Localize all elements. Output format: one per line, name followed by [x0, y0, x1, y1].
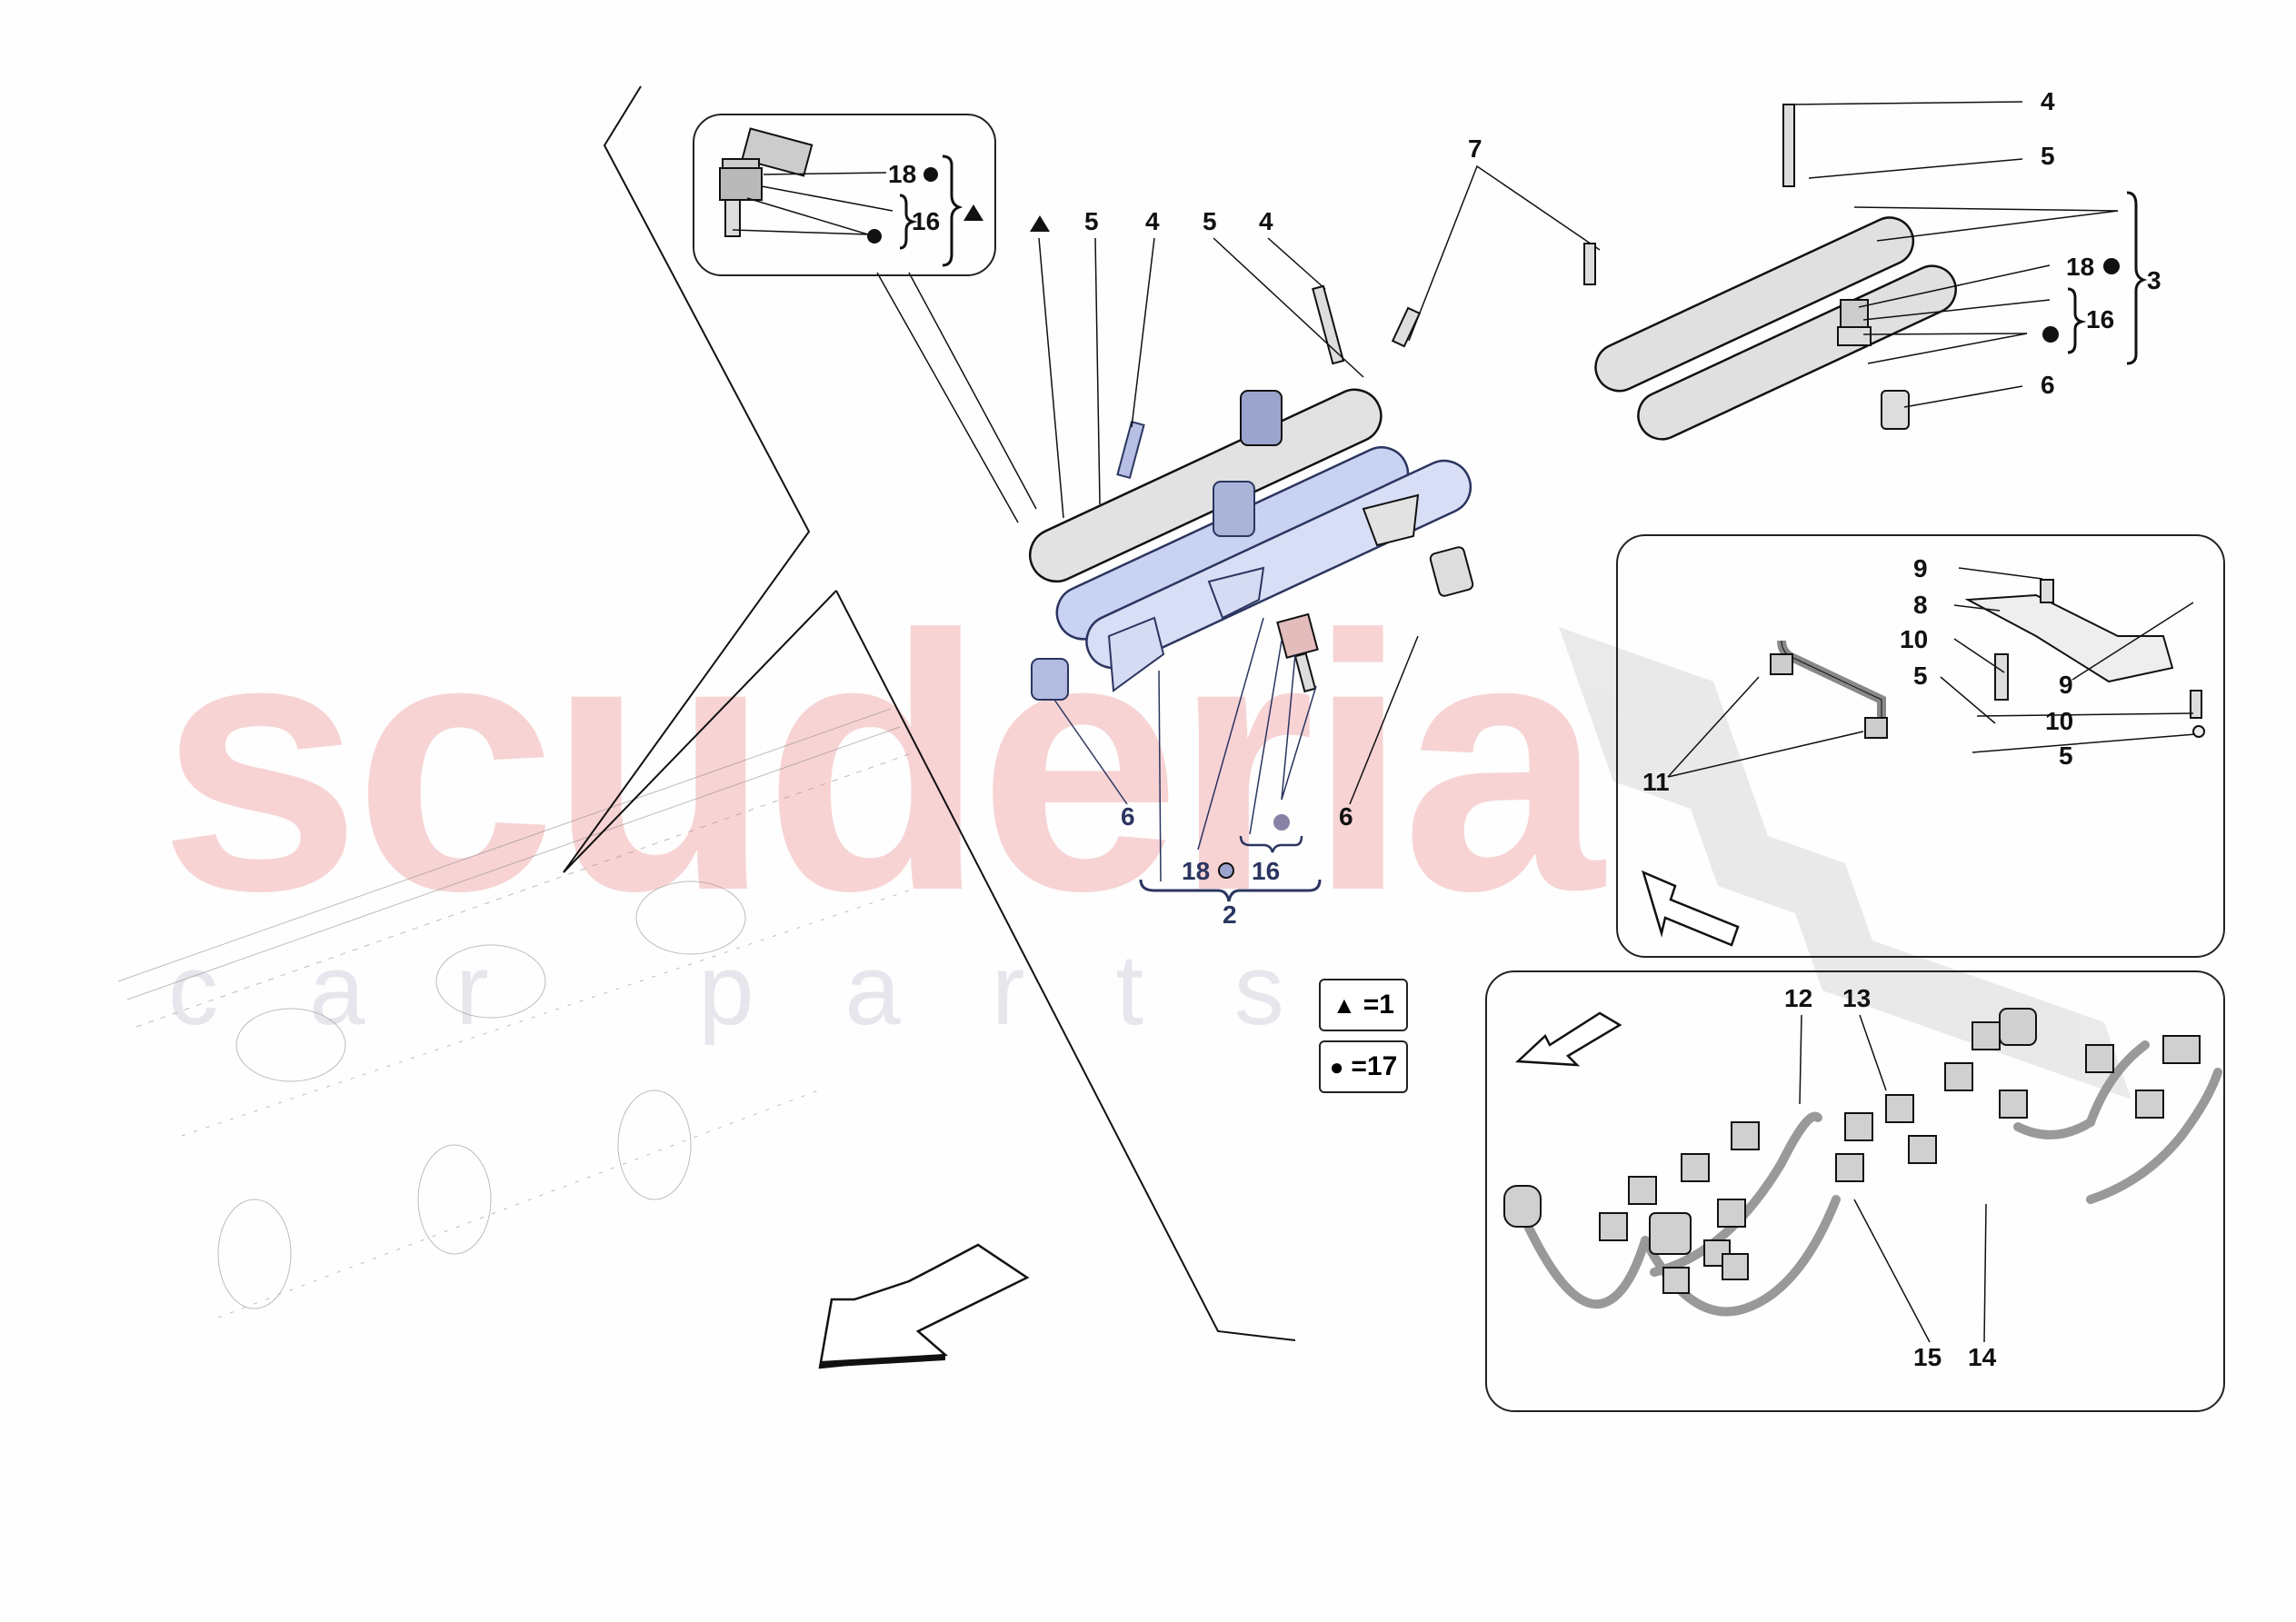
callout-6-right: 6 — [2041, 371, 2055, 399]
callout-5: 5 — [1913, 662, 1928, 690]
injector-detail-braces — [899, 154, 963, 267]
callout-9: 9 — [1913, 554, 1928, 582]
bracket-inset-drawing — [1770, 579, 2205, 739]
main-leaders-blue — [1053, 617, 1419, 902]
callout-6: 6 — [1121, 802, 1135, 831]
dot-symbol-18-right — [2103, 258, 2120, 274]
callout-4-right: 4 — [2041, 87, 2055, 115]
half-dot-symbol-18 — [1218, 862, 1234, 879]
callout-9: 9 — [2059, 671, 2073, 699]
callout-5-right: 5 — [2041, 142, 2055, 170]
callout-5: 5 — [2059, 741, 2073, 770]
callout-6: 6 — [1339, 802, 1353, 831]
legend-triangle: ▲ =1 — [1319, 979, 1408, 1031]
callout-15: 15 — [1913, 1343, 1942, 1371]
direction-arrow-large — [818, 1243, 1030, 1369]
callout-leader-lines — [563, 85, 1296, 1341]
triangle-icon: ▲ — [1333, 990, 1356, 1019]
callout-13: 13 — [1842, 984, 1872, 1012]
callout-7: 7 — [1468, 134, 1482, 163]
callout-18-inset: 18 — [888, 160, 917, 188]
fuel-rail-right-bank — [1583, 104, 1957, 441]
callout-10: 10 — [1900, 625, 1929, 653]
callout-14: 14 — [1968, 1343, 1997, 1371]
callout-8: 8 — [1913, 591, 1928, 619]
callout-16-inset: 16 — [912, 207, 941, 235]
watermark-brand: scuderia — [159, 560, 1603, 966]
bracket-detail-inset — [1616, 534, 2225, 958]
callout-4: 4 — [1259, 207, 1273, 235]
callout-12: 12 — [1784, 984, 1813, 1012]
callout-5: 5 — [1084, 207, 1099, 235]
injector-detail-drawing — [719, 127, 1037, 523]
harness-detail-inset — [1485, 970, 2225, 1412]
callout-18-right: 18 — [2066, 253, 2095, 281]
harness-inset-leaders — [1799, 1014, 1987, 1343]
injector-detail-inset — [693, 114, 996, 276]
callout-4: 4 — [1145, 207, 1160, 235]
direction-arrow-harness — [1515, 1011, 1622, 1067]
callout-3-right: 3 — [2147, 266, 2161, 294]
callout-16-right: 16 — [2086, 305, 2115, 333]
dot-icon: ● — [1329, 1052, 1344, 1080]
watermark-sub: car parts — [168, 934, 1375, 1046]
legend-triangle-value: =1 — [1363, 990, 1394, 1020]
engine-block-ghost — [117, 708, 910, 1318]
callout-16: 16 — [1252, 857, 1281, 885]
callout-10: 10 — [2045, 707, 2074, 735]
main-leaders — [1038, 164, 1601, 519]
legend-dot: ● =17 — [1319, 1040, 1408, 1093]
fuel-rail-left-bank — [1029, 284, 1474, 701]
callout-5: 5 — [1203, 207, 1217, 235]
harness-inset-drawing — [1513, 1040, 2222, 1317]
right-top-leaders — [1790, 101, 2148, 408]
direction-arrow-inset — [1642, 870, 1740, 947]
callout-11: 11 — [1642, 768, 1670, 796]
dot-symbol-16-right — [2042, 326, 2059, 343]
callout-2: 2 — [1223, 901, 1237, 929]
harness-connectors — [1503, 1008, 2201, 1294]
dot-symbol-16 — [1273, 814, 1290, 831]
legend-dot-value: =17 — [1351, 1051, 1398, 1081]
bracket-inset-leaders — [1667, 567, 2196, 778]
callout-18: 18 — [1182, 857, 1211, 885]
